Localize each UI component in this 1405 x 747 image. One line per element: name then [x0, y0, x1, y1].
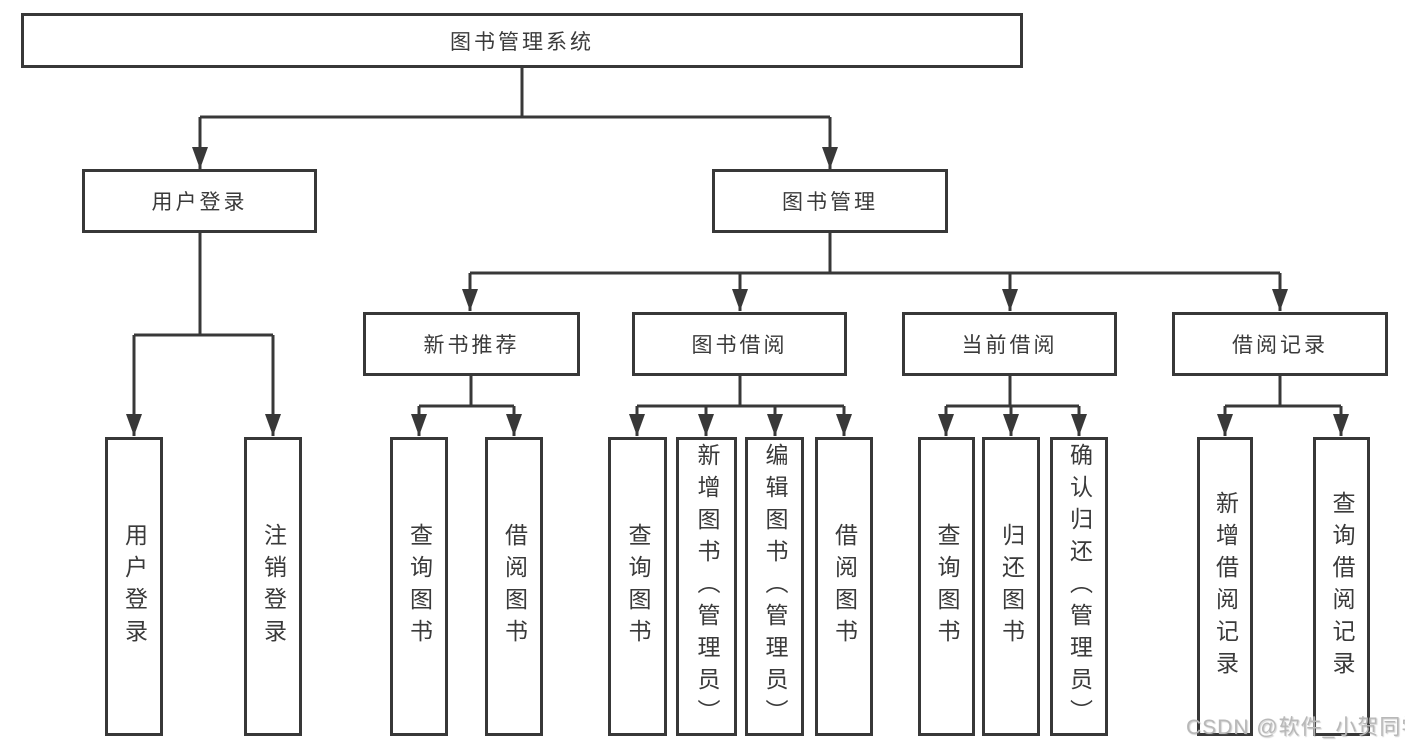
node-current-borrowing: 当前借阅 [902, 312, 1117, 376]
node-borrowing-records: 借阅记录 [1172, 312, 1388, 376]
node-current-borrowing-label: 当前借阅 [961, 334, 1058, 357]
leaf-confirm-return-admin: 确认归还（管理员） [1050, 437, 1108, 736]
leaf-borrow-books-recommend-label: 借阅图书 [501, 522, 528, 651]
leaf-return-books-label: 归还图书 [998, 522, 1025, 651]
leaf-user-login-label: 用户登录 [121, 522, 148, 651]
leaf-query-borrow-record-label: 查询借阅记录 [1329, 490, 1355, 683]
node-book-management-label: 图书管理 [782, 191, 878, 214]
leaf-query-books-current-label: 查询图书 [934, 522, 960, 651]
leaf-user-login: 用户登录 [105, 437, 163, 736]
leaf-query-books-recommend-label: 查询图书 [406, 522, 433, 651]
leaf-query-books-current: 查询图书 [918, 437, 975, 736]
leaf-borrow-books-borrowing: 借阅图书 [815, 437, 873, 736]
node-book-management: 图书管理 [712, 169, 948, 233]
node-user-login: 用户登录 [82, 169, 317, 233]
node-root-label: 图书管理系统 [450, 30, 594, 54]
leaf-confirm-return-admin-label: 确认归还（管理员） [1066, 442, 1093, 731]
leaf-borrow-books-borrowing-label: 借阅图书 [831, 522, 858, 651]
node-root: 图书管理系统 [21, 13, 1023, 68]
leaf-query-books-borrowing: 查询图书 [608, 437, 667, 736]
leaf-query-books-borrowing-label: 查询图书 [625, 522, 651, 651]
node-user-login-label: 用户登录 [151, 191, 248, 214]
leaf-query-borrow-record: 查询借阅记录 [1313, 437, 1370, 736]
node-new-book-recommend: 新书推荐 [363, 312, 580, 376]
node-book-borrowing: 图书借阅 [632, 312, 847, 376]
leaf-edit-books-admin: 编辑图书（管理员） [745, 437, 804, 736]
csdn-watermark: CSDN @软件_小贺同学 [1186, 716, 1405, 739]
node-borrowing-records-label: 借阅记录 [1232, 334, 1328, 357]
leaf-add-books-admin: 新增图书（管理员） [676, 437, 737, 736]
leaf-add-borrow-record: 新增借阅记录 [1197, 437, 1253, 736]
leaf-query-books-recommend: 查询图书 [390, 437, 448, 736]
leaf-return-books: 归还图书 [982, 437, 1040, 736]
leaf-add-books-admin-label: 新增图书（管理员） [694, 442, 720, 731]
leaf-borrow-books-recommend: 借阅图书 [485, 437, 543, 736]
node-new-book-recommend-label: 新书推荐 [423, 334, 520, 357]
leaf-edit-books-admin-label: 编辑图书（管理员） [762, 442, 788, 731]
leaf-logout-label: 注销登录 [260, 522, 287, 651]
leaf-logout: 注销登录 [244, 437, 302, 736]
node-book-borrowing-label: 图书借阅 [691, 334, 788, 357]
leaf-add-borrow-record-label: 新增借阅记录 [1212, 490, 1239, 683]
